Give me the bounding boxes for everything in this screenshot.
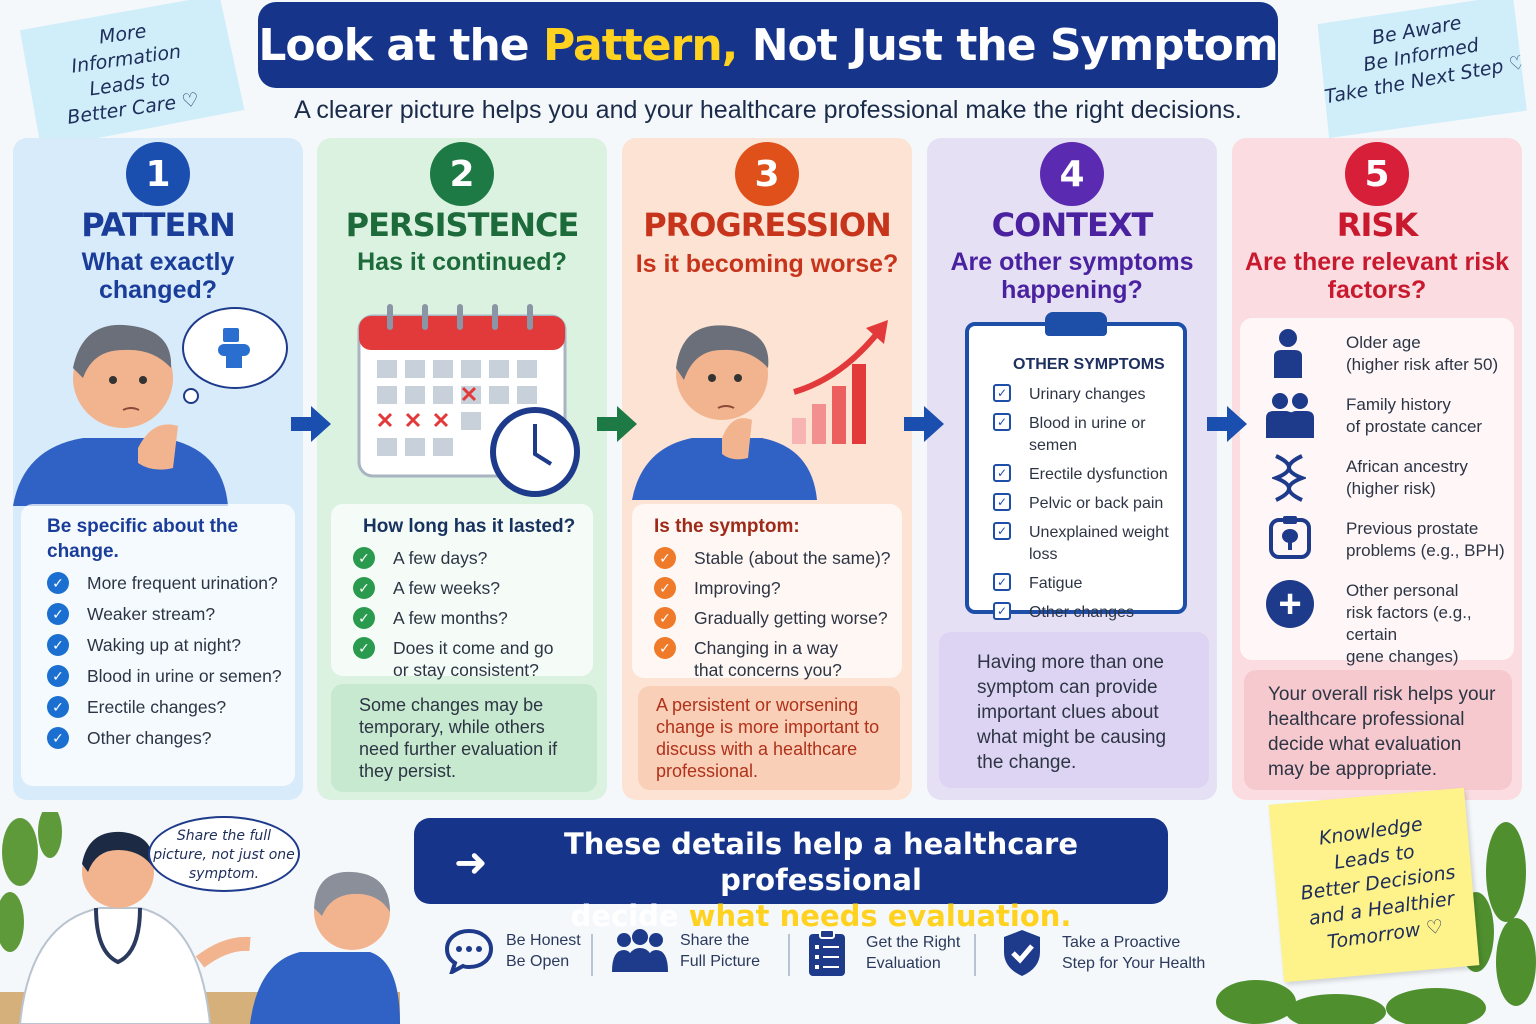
progression-tip: A persistent or worsening change is more… bbox=[638, 686, 900, 790]
clipboard-title: OTHER SYMPTOMS bbox=[1013, 356, 1165, 373]
arrow-right-icon bbox=[1207, 406, 1247, 442]
progression-box: Is the symptom: ✓Stable (about the same)… bbox=[632, 504, 902, 681]
list-item: ✓A few weeks? bbox=[353, 577, 593, 599]
page-title: Look at the Pattern, Not Just the Sympto… bbox=[258, 2, 1279, 88]
list-item: ✓Improving? bbox=[654, 577, 902, 599]
list-item: ✓Waking up at night? bbox=[47, 634, 295, 656]
clipboard-clip bbox=[1045, 312, 1107, 336]
worried-man-illustration bbox=[632, 320, 888, 500]
step-question: Are other symptoms happening? bbox=[950, 248, 1194, 304]
clipboard: OTHER SYMPTOMS ✓Urinary changes ✓Blood i… bbox=[965, 312, 1187, 621]
prostate-icon bbox=[1268, 514, 1312, 560]
plus-icon: + bbox=[1266, 580, 1314, 628]
list-item: ✓Fatigue bbox=[993, 573, 1183, 595]
list-item: ✓Other changes bbox=[993, 602, 1183, 624]
step-progression: 3 PROGRESSION Is it becoming worse? Is t… bbox=[622, 138, 912, 800]
persistence-box: How long has it lasted? ✓A few days? ✓A … bbox=[331, 504, 593, 680]
step-context: 4 CONTEXT Are other symptoms happening? … bbox=[927, 138, 1217, 800]
list-item: ✓Other changes? bbox=[47, 727, 295, 749]
step-number: 2 bbox=[430, 142, 494, 206]
step-risk: 5 RISK Are there relevant risk factors? … bbox=[1232, 138, 1522, 800]
list-item: ✓More frequent urination? bbox=[47, 572, 295, 594]
dna-icon bbox=[1270, 454, 1308, 502]
step-question: Has it continued? bbox=[357, 248, 567, 276]
heart-icon: ♡ bbox=[1507, 51, 1528, 76]
arrow-right-icon bbox=[904, 406, 944, 442]
checklist-icon bbox=[809, 929, 845, 976]
list-item: ✓Erectile changes? bbox=[47, 696, 295, 718]
pattern-box: Be specific about the change. ✓More freq… bbox=[21, 504, 295, 786]
list-item: ✓Urinary changes bbox=[993, 384, 1183, 406]
summary-banner: These details help a healthcare professi… bbox=[414, 818, 1168, 933]
divider bbox=[974, 934, 976, 976]
list-item: ✓Erectile dysfunction bbox=[993, 464, 1183, 486]
toilet-icon bbox=[218, 328, 250, 368]
list-item: ✓Blood in urine or semen bbox=[993, 413, 1183, 457]
step-title: PERSISTENCE bbox=[345, 206, 580, 244]
step-number: 1 bbox=[126, 142, 190, 206]
risk-tip: Your overall risk helps your healthcare … bbox=[1244, 670, 1512, 790]
group-icon bbox=[612, 929, 668, 972]
persistence-tip: Some changes may be temporary, while oth… bbox=[331, 684, 597, 792]
step-title: PATTERN bbox=[81, 206, 235, 244]
step-title: PROGRESSION bbox=[643, 206, 892, 244]
list-item: ✓Blood in urine or semen? bbox=[47, 665, 295, 687]
list-item: ✓A few days? bbox=[353, 547, 593, 569]
shield-check-icon bbox=[1004, 930, 1040, 976]
page-subtitle: A clearer picture helps you and your hea… bbox=[294, 96, 1242, 124]
divider bbox=[591, 934, 593, 976]
thinking-man-illustration bbox=[13, 307, 288, 506]
list-item: ✓Gradually getting worse? bbox=[654, 607, 902, 629]
arrow-right-icon bbox=[597, 406, 637, 442]
list-item: ✓Unexplained weight loss bbox=[993, 522, 1183, 566]
step-number: 3 bbox=[735, 142, 799, 206]
risk-factors-box: Older age(higher risk after 50) Family h… bbox=[1240, 318, 1514, 666]
step-title: RISK bbox=[1336, 206, 1418, 244]
speech-bubble: Share the full picture, not just one sym… bbox=[148, 816, 300, 892]
list-item: ✓Does it come and go or stay consistent? bbox=[353, 637, 593, 681]
list-item: ✓Weaker stream? bbox=[47, 603, 295, 625]
step-question: Is it becoming worse? bbox=[635, 250, 899, 278]
step-question: What exactly changed? bbox=[81, 248, 235, 304]
rising-chart-icon bbox=[792, 320, 888, 444]
list-item: ✓A few months? bbox=[353, 607, 593, 629]
divider bbox=[788, 934, 790, 976]
arrow-right-icon: ➜ bbox=[454, 841, 488, 885]
doctor-patient-illustration bbox=[0, 812, 400, 1024]
step-number: 4 bbox=[1040, 142, 1104, 206]
step-title: CONTEXT bbox=[991, 206, 1154, 244]
step-number: 5 bbox=[1345, 142, 1409, 206]
family-icon bbox=[1264, 392, 1316, 438]
step-persistence: 2 PERSISTENCE Has it continued? How long… bbox=[317, 138, 607, 800]
chat-icon bbox=[444, 928, 494, 974]
list-item: ✓Changing in a way that concerns you? bbox=[654, 637, 902, 681]
step-pattern: 1 PATTERN What exactly changed? Be speci… bbox=[13, 138, 303, 800]
heart-icon: ♡ bbox=[1424, 915, 1445, 940]
step-question: Are there relevant risk factors? bbox=[1244, 248, 1510, 304]
list-item: ✓Pelvic or back pain bbox=[993, 493, 1183, 515]
calendar-clock-icon bbox=[357, 304, 580, 497]
list-item: ✓Stable (about the same)? bbox=[654, 547, 902, 569]
arrow-right-icon bbox=[291, 406, 331, 442]
context-tip: Having more than one symptom can provide… bbox=[939, 632, 1209, 788]
person-icon bbox=[1268, 328, 1308, 378]
